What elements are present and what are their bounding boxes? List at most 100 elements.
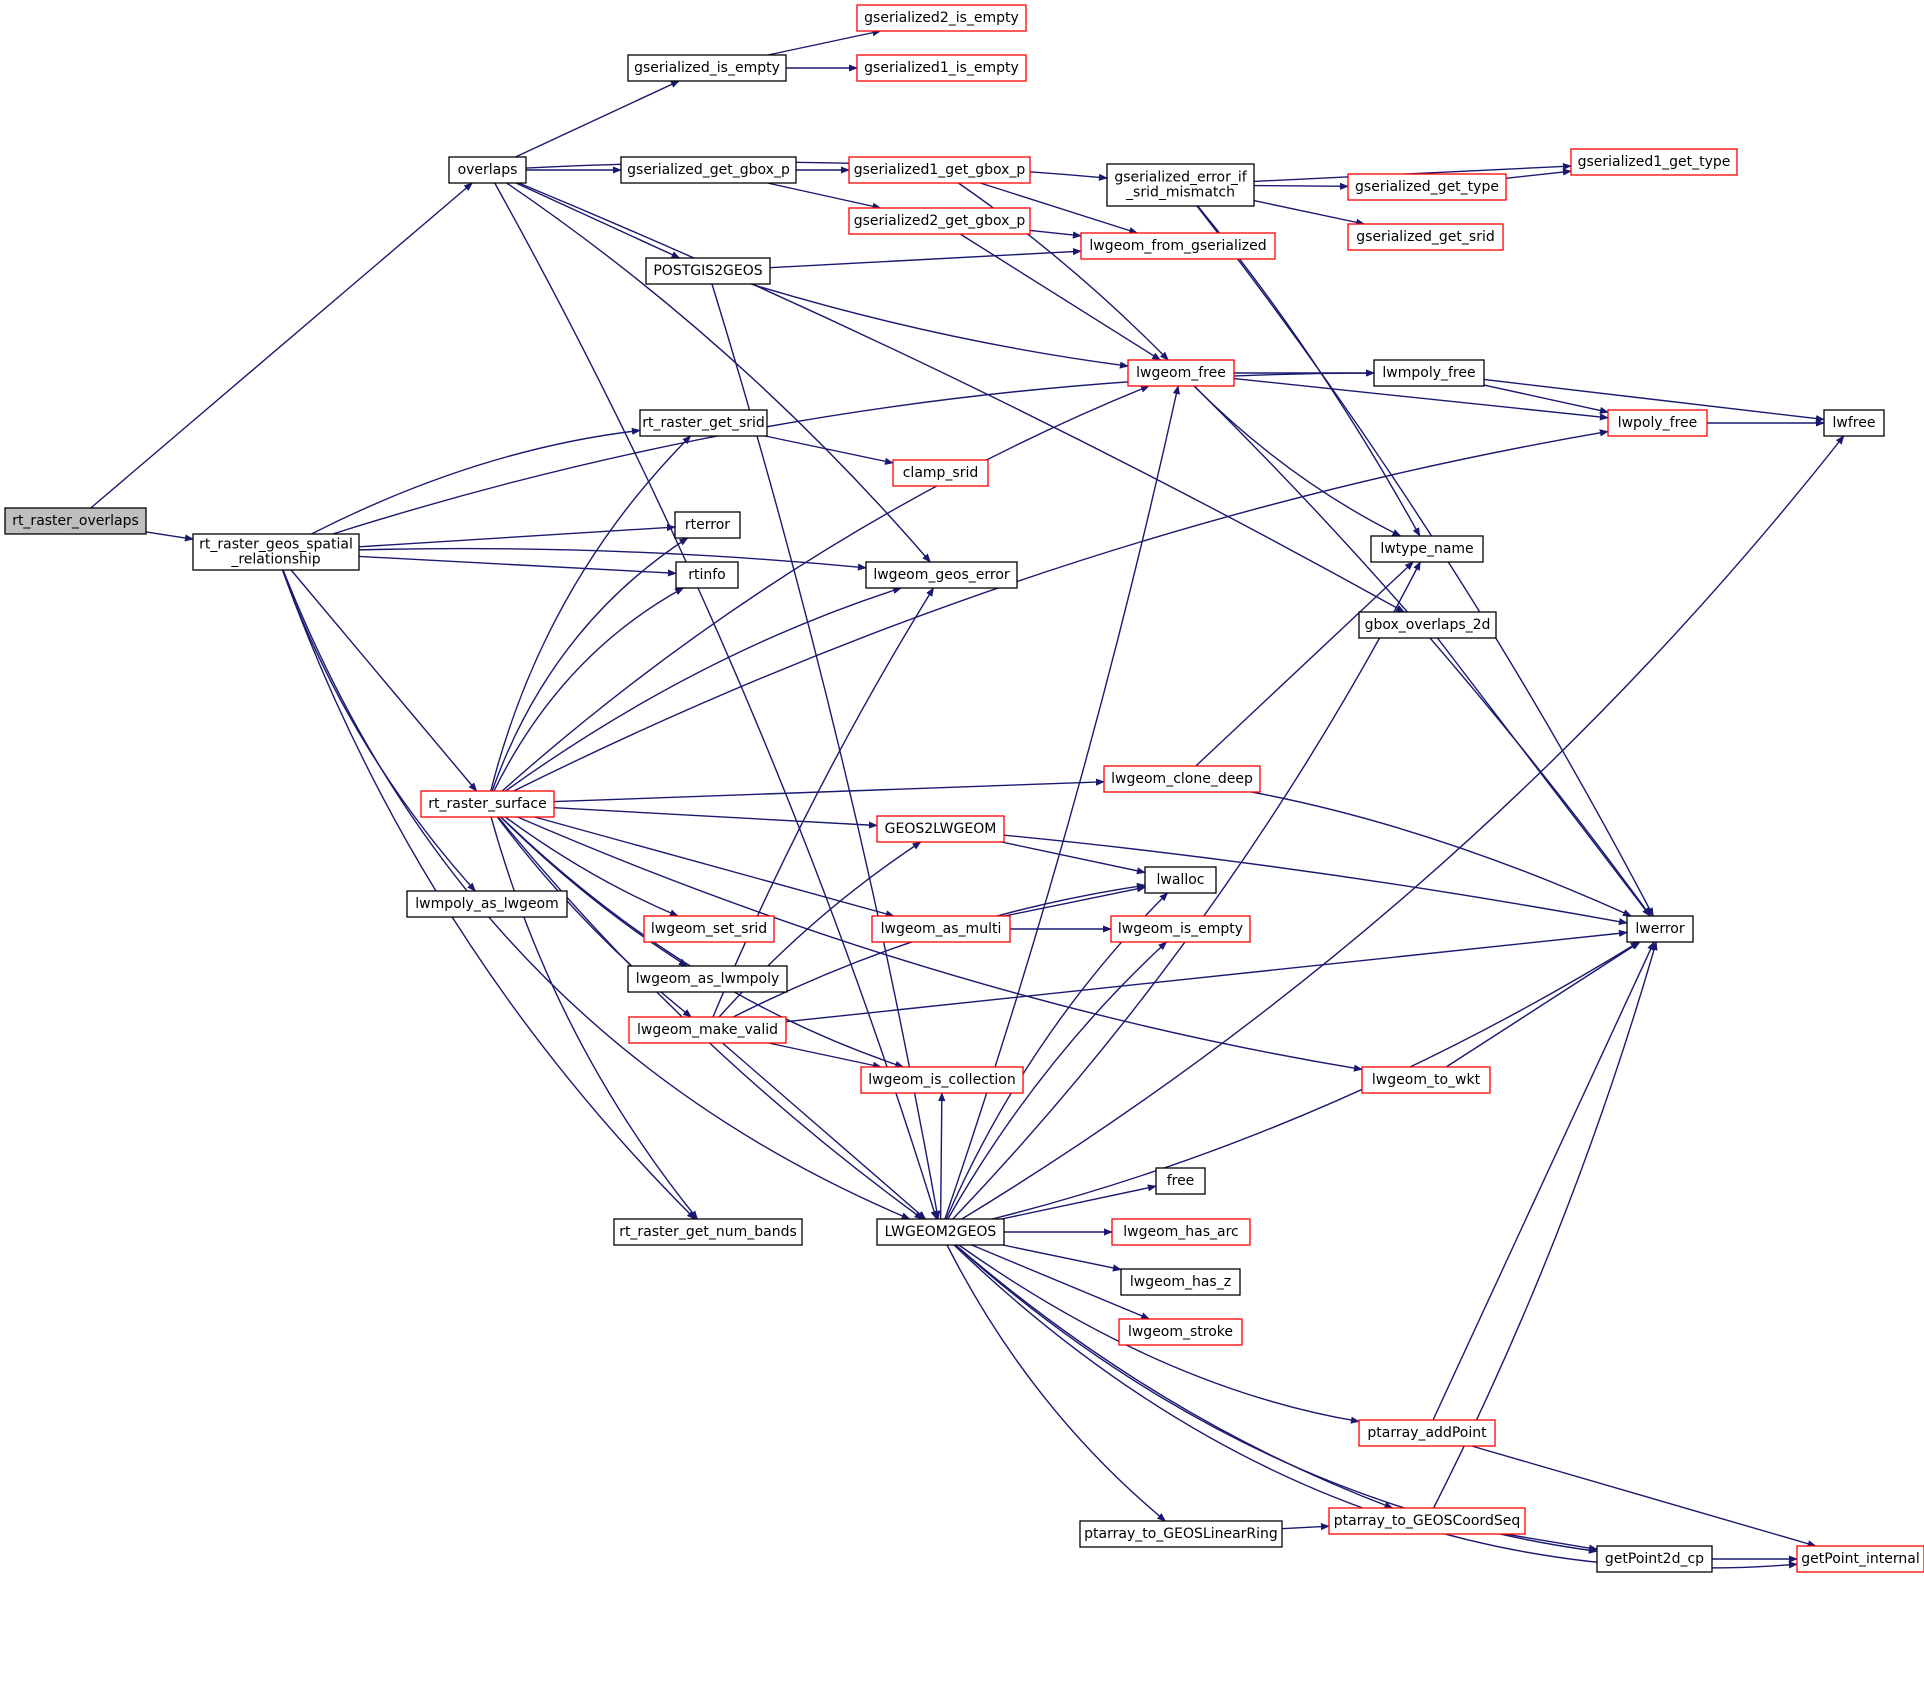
node-box[interactable] (420, 790, 555, 818)
node-lwfree[interactable]: lwfree (1823, 409, 1885, 437)
node-box[interactable] (856, 54, 1027, 82)
node-ptarray_to_GEOSLinearRing[interactable]: ptarray_to_GEOSLinearRing (1079, 1520, 1283, 1548)
node-box[interactable] (1118, 1318, 1243, 1346)
node-lwgeom_set_srid[interactable]: lwgeom_set_srid (643, 915, 775, 943)
node-rtinfo[interactable]: rtinfo (675, 561, 739, 589)
node-lwtype_name[interactable]: lwtype_name (1370, 535, 1484, 563)
node-lwmpoly_free[interactable]: lwmpoly_free (1373, 359, 1485, 387)
node-gserialized_get_type[interactable]: gserialized_get_type (1347, 173, 1507, 201)
node-gserialized_is_empty[interactable]: gserialized_is_empty (627, 54, 787, 82)
node-lwalloc[interactable]: lwalloc (1144, 866, 1217, 894)
node-gserialized1_get_gbox_p[interactable]: gserialized1_get_gbox_p (848, 156, 1031, 184)
node-rt_raster_get_num_bands[interactable]: rt_raster_get_num_bands (613, 1218, 803, 1246)
node-box[interactable] (1155, 1167, 1206, 1195)
node-gserialized1_is_empty[interactable]: gserialized1_is_empty (856, 54, 1027, 82)
node-box[interactable] (1328, 1507, 1526, 1535)
node-box[interactable] (1120, 1268, 1241, 1296)
node-box[interactable] (1347, 223, 1504, 251)
node-lwgeom_is_empty[interactable]: lwgeom_is_empty (1110, 915, 1251, 943)
node-box[interactable] (674, 511, 741, 539)
node-box[interactable] (613, 1218, 803, 1246)
node-GEOS2LWGEOM[interactable]: GEOS2LWGEOM (876, 815, 1005, 843)
node-box[interactable] (848, 156, 1031, 184)
node-rt_raster_overlaps[interactable]: rt_raster_overlaps (4, 507, 147, 535)
node-box[interactable] (1358, 1419, 1496, 1447)
node-lwgeom_to_wkt[interactable]: lwgeom_to_wkt (1361, 1066, 1491, 1094)
node-rt_raster_get_srid[interactable]: rt_raster_get_srid (639, 409, 768, 437)
node-box[interactable] (1370, 535, 1484, 563)
node-box[interactable] (1111, 1218, 1251, 1246)
node-gserialized_get_srid[interactable]: gserialized_get_srid (1347, 223, 1504, 251)
node-POSTGIS2GEOS[interactable]: POSTGIS2GEOS (645, 257, 771, 285)
node-box[interactable] (192, 533, 360, 571)
node-lwpoly_free[interactable]: lwpoly_free (1607, 409, 1708, 437)
node-box[interactable] (627, 54, 787, 82)
node-lwgeom_geos_error[interactable]: lwgeom_geos_error (865, 561, 1018, 589)
node-box[interactable] (1596, 1545, 1713, 1573)
node-rt_raster_surface[interactable]: rt_raster_surface (420, 790, 555, 818)
node-box[interactable] (448, 156, 527, 184)
node-lwgeom_as_multi[interactable]: lwgeom_as_multi (871, 915, 1011, 943)
node-box[interactable] (1626, 915, 1694, 943)
node-box[interactable] (628, 1016, 787, 1044)
node-box[interactable] (406, 890, 568, 918)
node-box[interactable] (1080, 232, 1276, 260)
node-box[interactable] (645, 257, 771, 285)
node-box[interactable] (1103, 765, 1261, 793)
node-box[interactable] (1570, 148, 1738, 176)
node-free[interactable]: free (1155, 1167, 1206, 1195)
node-box[interactable] (856, 4, 1027, 32)
node-lwgeom_is_collection[interactable]: lwgeom_is_collection (860, 1066, 1024, 1094)
node-ptarray_addPoint[interactable]: ptarray_addPoint (1358, 1419, 1496, 1447)
node-box[interactable] (865, 561, 1018, 589)
node-box[interactable] (675, 561, 739, 589)
node-box[interactable] (876, 1218, 1005, 1246)
node-box[interactable] (1373, 359, 1485, 387)
node-box[interactable] (1106, 163, 1255, 207)
node-getPoint_internal[interactable]: getPoint_internal (1796, 1545, 1924, 1573)
node-gbox_overlaps_2d[interactable]: gbox_overlaps_2d (1358, 611, 1497, 639)
node-LWGEOM2GEOS[interactable]: LWGEOM2GEOS (876, 1218, 1005, 1246)
node-box[interactable] (1823, 409, 1885, 437)
node-lwgeom_free[interactable]: lwgeom_free (1127, 359, 1235, 387)
node-gserialized_error_if_srid_mismatch[interactable]: gserialized_error_if_srid_mismatch (1106, 163, 1255, 207)
node-rterror[interactable]: rterror (674, 511, 741, 539)
node-box[interactable] (1079, 1520, 1283, 1548)
node-gserialized2_is_empty[interactable]: gserialized2_is_empty (856, 4, 1027, 32)
node-ptarray_to_GEOSCoordSeq[interactable]: ptarray_to_GEOSCoordSeq (1328, 1507, 1526, 1535)
node-box[interactable] (860, 1066, 1024, 1094)
node-lwgeom_stroke[interactable]: lwgeom_stroke (1118, 1318, 1243, 1346)
node-lwerror[interactable]: lwerror (1626, 915, 1694, 943)
node-box[interactable] (627, 965, 788, 993)
node-box[interactable] (1607, 409, 1708, 437)
node-rt_raster_geos_spatial_relationship[interactable]: rt_raster_geos_spatial_relationship (192, 533, 360, 571)
node-box[interactable] (871, 915, 1011, 943)
node-box[interactable] (1358, 611, 1497, 639)
node-box[interactable] (4, 507, 147, 535)
node-lwgeom_from_gserialized[interactable]: lwgeom_from_gserialized (1080, 232, 1276, 260)
node-gserialized2_get_gbox_p[interactable]: gserialized2_get_gbox_p (848, 207, 1031, 235)
node-box[interactable] (620, 156, 797, 184)
node-box[interactable] (876, 815, 1005, 843)
node-box[interactable] (1144, 866, 1217, 894)
node-box[interactable] (1347, 173, 1507, 201)
node-box[interactable] (1796, 1545, 1924, 1573)
node-lwgeom_as_lwmpoly[interactable]: lwgeom_as_lwmpoly (627, 965, 788, 993)
node-gserialized_get_gbox_p[interactable]: gserialized_get_gbox_p (620, 156, 797, 184)
node-overlaps[interactable]: overlaps (448, 156, 527, 184)
node-box[interactable] (1361, 1066, 1491, 1094)
node-lwgeom_has_arc[interactable]: lwgeom_has_arc (1111, 1218, 1251, 1246)
node-lwgeom_clone_deep[interactable]: lwgeom_clone_deep (1103, 765, 1261, 793)
node-box[interactable] (892, 459, 989, 487)
node-lwgeom_make_valid[interactable]: lwgeom_make_valid (628, 1016, 787, 1044)
node-box[interactable] (848, 207, 1031, 235)
node-gserialized1_get_type[interactable]: gserialized1_get_type (1570, 148, 1738, 176)
node-box[interactable] (1110, 915, 1251, 943)
node-box[interactable] (643, 915, 775, 943)
node-box[interactable] (639, 409, 768, 437)
node-clamp_srid[interactable]: clamp_srid (892, 459, 989, 487)
node-lwmpoly_as_lwgeom[interactable]: lwmpoly_as_lwgeom (406, 890, 568, 918)
node-lwgeom_has_z[interactable]: lwgeom_has_z (1120, 1268, 1241, 1296)
node-getPoint2d_cp[interactable]: getPoint2d_cp (1596, 1545, 1713, 1573)
node-box[interactable] (1127, 359, 1235, 387)
